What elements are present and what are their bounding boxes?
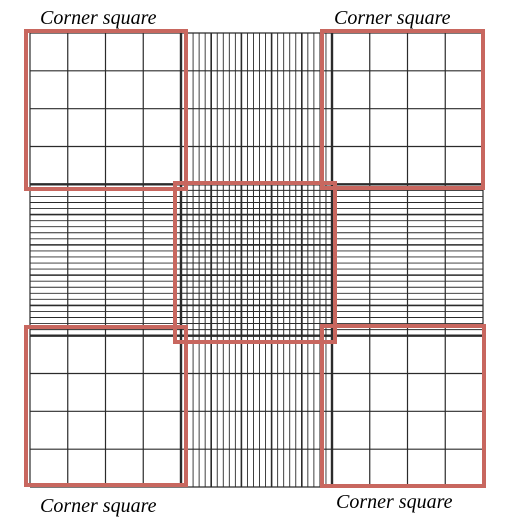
highlight-bottom-right: [320, 324, 486, 488]
highlight-bottom-left: [24, 325, 188, 487]
corner-square-label-bottom-left: Corner square: [40, 495, 157, 517]
highlight-top-right: [320, 29, 485, 190]
highlight-top-left: [24, 29, 188, 191]
corner-square-label-top-left: Corner square: [40, 7, 157, 29]
highlight-center: [173, 181, 337, 344]
corner-square-label-top-right: Corner square: [334, 7, 451, 29]
grid-lines: [29, 32, 484, 488]
corner-square-label-bottom-right: Corner square: [336, 491, 453, 513]
highlight-boxes: [24, 29, 486, 488]
